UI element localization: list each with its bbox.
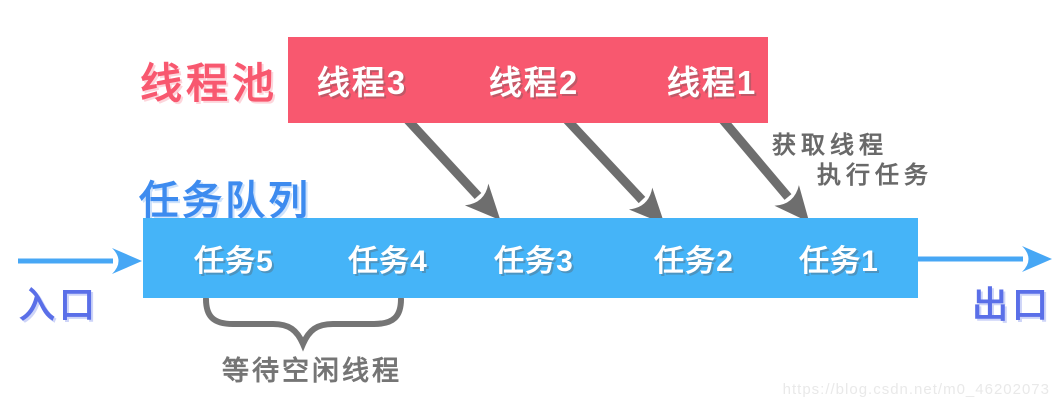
exit-label: 出口 <box>972 284 1053 325</box>
task-item-1: 任务1 <box>799 245 879 278</box>
thread-item-1: 线程1 <box>666 64 758 101</box>
task-item-3: 任务3 <box>494 245 574 278</box>
task-item-2: 任务2 <box>654 245 734 278</box>
waiting-brace <box>203 296 404 352</box>
entry-label: 入口 <box>19 284 100 325</box>
get-thread-annotation-line2: 执行任务 <box>817 162 933 189</box>
thread-item-2: 线程2 <box>488 64 580 101</box>
task-item-4: 任务4 <box>348 245 428 278</box>
watermark-url: https://blog.csdn.net/m0_46202073 <box>782 381 1050 398</box>
task-item-5: 任务5 <box>194 245 274 278</box>
get-thread-annotation-line1: 获取线程 <box>772 132 888 159</box>
thread-item-3: 线程3 <box>316 64 408 101</box>
wait-idle-thread-annotation: 等待空闲线程 <box>222 356 402 386</box>
task-queue-title: 任务队列 <box>139 179 311 223</box>
task-queue-bar: 任务5 任务4 任务3 任务2 任务1 <box>143 218 918 298</box>
thread-pool-title: 线程池 <box>140 60 279 107</box>
thread-pool-bar: 线程3 线程2 线程1 <box>288 37 768 123</box>
